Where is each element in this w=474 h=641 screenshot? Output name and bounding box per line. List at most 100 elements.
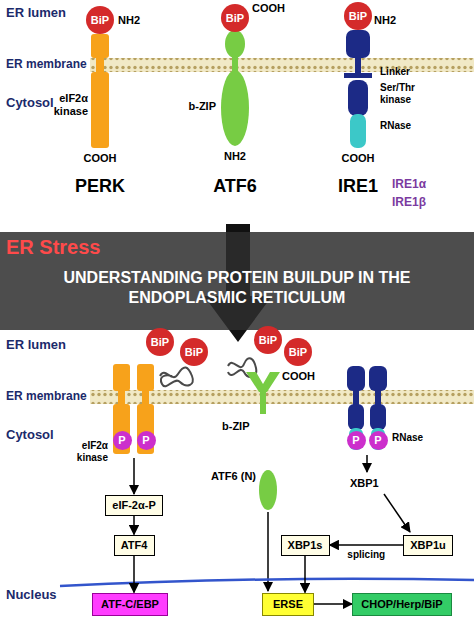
node-text: P bbox=[142, 434, 149, 447]
text-label: PERK bbox=[75, 176, 125, 197]
perk-dimer bbox=[113, 364, 130, 391]
perk-protein bbox=[96, 56, 104, 74]
atf6-cleaved bbox=[259, 470, 277, 510]
text-label: RNase bbox=[392, 432, 423, 444]
process-box: XBP1s bbox=[281, 535, 330, 556]
pathway-arrow bbox=[133, 458, 135, 494]
title-banner bbox=[0, 232, 474, 330]
er-membrane-band bbox=[90, 58, 474, 72]
text-label: NH2 bbox=[224, 150, 246, 163]
bip-chaperone: BiP bbox=[344, 2, 372, 30]
node-text: ATF4 bbox=[121, 539, 148, 552]
atf6-cleaved bbox=[260, 404, 266, 414]
text-label: eIF2α kinase bbox=[48, 92, 88, 117]
perk-dimer bbox=[137, 364, 154, 391]
ire1-dimer bbox=[348, 404, 364, 430]
node-text: ATF-C/EBP bbox=[101, 598, 159, 611]
pathway-arrow bbox=[330, 544, 404, 546]
text-label: Ser/Thr kinase bbox=[380, 82, 430, 105]
text-label: ATF6 (N) bbox=[211, 470, 256, 483]
bip-chaperone: BiP bbox=[180, 338, 208, 366]
perk-dimer bbox=[113, 364, 154, 454]
perk-dimer bbox=[118, 389, 125, 406]
ire1-dimer bbox=[347, 366, 387, 450]
er-membrane-band bbox=[90, 58, 474, 72]
ire1-dimer bbox=[353, 389, 359, 406]
target-box: ATF-C/EBP bbox=[92, 593, 168, 616]
text-label: ER membrane bbox=[6, 390, 87, 404]
unfolded-protein bbox=[160, 367, 193, 386]
node-text: BiP bbox=[226, 12, 244, 25]
ire1-protein bbox=[355, 56, 361, 74]
text-label: Cytosol bbox=[6, 96, 54, 111]
text-label: NH2 bbox=[118, 14, 140, 27]
phospho-circle: P bbox=[137, 431, 156, 450]
phospho-circle: P bbox=[347, 431, 366, 450]
gene-box: CHOP/Herp/BiP bbox=[352, 593, 452, 616]
banner-title: UNDERSTANDING PROTEIN BUILDUP IN THE END… bbox=[17, 268, 457, 308]
pathway-arrow bbox=[366, 455, 368, 472]
pathway-arrow bbox=[133, 516, 135, 535]
pathway-arrow bbox=[304, 556, 306, 593]
atf6-cleaved bbox=[260, 390, 266, 406]
atf6-protein bbox=[221, 30, 249, 146]
ire1-protein bbox=[344, 30, 372, 148]
text-label: eIF2α kinase bbox=[68, 440, 108, 463]
text-label: b-ZIP bbox=[222, 420, 250, 433]
node-text: ERSE bbox=[273, 598, 303, 611]
perk-protein bbox=[91, 34, 109, 58]
phospho-circle: P bbox=[369, 431, 388, 450]
pathway-arrow bbox=[134, 455, 410, 591]
phospho-circle: P bbox=[113, 431, 132, 450]
text-label: ATF6 bbox=[213, 176, 257, 197]
text-label: IRE1α bbox=[392, 178, 426, 192]
node-text: BiP bbox=[151, 336, 169, 349]
text-label: ER Stress bbox=[6, 236, 101, 259]
process-box: eIF-2α-P bbox=[105, 495, 163, 516]
element-box: ERSE bbox=[262, 593, 314, 616]
node-text: P bbox=[374, 434, 381, 447]
ire1-dimer bbox=[375, 389, 381, 406]
bip-chaperone: BiP bbox=[146, 328, 174, 356]
text-label: ER lumen bbox=[6, 6, 66, 21]
ire1-dimer bbox=[370, 404, 386, 430]
node-text: BiP bbox=[289, 346, 307, 359]
text-label: Linker bbox=[380, 66, 410, 78]
text-label: IRE1β bbox=[392, 196, 426, 210]
ire1-protein bbox=[348, 80, 368, 116]
ire1-dimer bbox=[347, 366, 365, 391]
text-label: Cytosol bbox=[6, 428, 54, 443]
ire1-protein bbox=[350, 114, 366, 148]
pathway-arrow bbox=[133, 556, 135, 593]
nuclear-envelope bbox=[60, 579, 474, 586]
unfolded-protein bbox=[160, 358, 256, 386]
text-label: COOH bbox=[282, 370, 315, 383]
text-label: COOH bbox=[342, 152, 375, 165]
bip-chaperone: BiP bbox=[254, 326, 282, 354]
bip-chaperone: BiP bbox=[284, 338, 312, 366]
text-label: COOH bbox=[84, 152, 117, 165]
text-label: XBP1 bbox=[350, 477, 379, 490]
text-label: b-ZIP bbox=[189, 100, 217, 113]
node-text: BiP bbox=[259, 334, 277, 347]
title-banner bbox=[0, 232, 474, 330]
perk-protein bbox=[91, 34, 109, 148]
bip-chaperone: BiP bbox=[221, 4, 249, 32]
node-text: XBP1s bbox=[288, 539, 323, 552]
process-box: ATF4 bbox=[114, 535, 155, 556]
node-text: BiP bbox=[91, 14, 109, 27]
ire1-protein bbox=[346, 30, 370, 58]
text-label: ER membrane bbox=[6, 58, 87, 72]
text-label: COOH bbox=[252, 2, 285, 15]
node-text: XBP1u bbox=[410, 539, 445, 552]
node-text: BiP bbox=[349, 10, 367, 23]
pathway-arrow bbox=[314, 603, 352, 605]
bip-chaperone: BiP bbox=[86, 6, 114, 34]
er-membrane-band bbox=[90, 58, 474, 72]
perk-dimer bbox=[142, 389, 149, 406]
node-text: P bbox=[118, 434, 125, 447]
node-text: P bbox=[352, 434, 359, 447]
ire1-dimer bbox=[369, 366, 387, 391]
text-label: RNase bbox=[380, 120, 411, 132]
atf6-cleaved bbox=[246, 372, 280, 510]
